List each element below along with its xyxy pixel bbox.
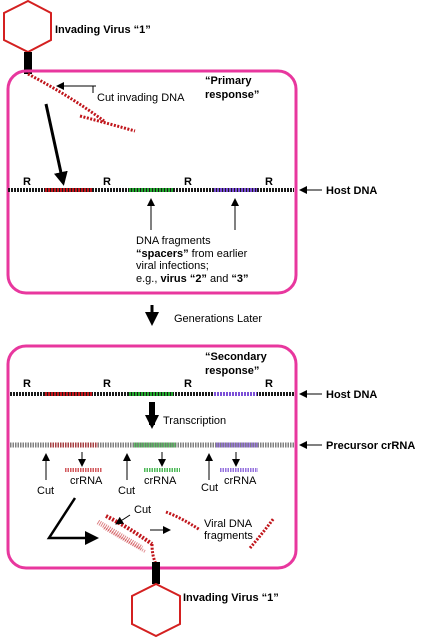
- secondary-response-title-2: response”: [205, 365, 259, 377]
- cut-pointer: [115, 514, 131, 525]
- repeat-label: R: [184, 176, 192, 188]
- primary-response-title-2: response”: [205, 89, 259, 101]
- primary-response-box: [6, 69, 298, 295]
- spacers-note-eg: e.g.,: [136, 273, 160, 285]
- spacers-note-rest: from earlier: [189, 248, 248, 260]
- spacers-note-line3: viral infections;: [136, 260, 209, 272]
- repeat-label: R: [265, 378, 273, 390]
- transcription-label: Transcription: [163, 415, 226, 427]
- cut-label: Cut: [118, 485, 135, 497]
- crrna-label: crRNA: [224, 475, 257, 487]
- repeat-label: R: [23, 378, 31, 390]
- virus-capsid-hexagon: [3, 0, 52, 54]
- virus-capsid-hexagon: [131, 582, 181, 638]
- targeting-arrow: [46, 497, 99, 545]
- spacers-note-virus2: virus “2”: [160, 273, 206, 285]
- repeat-label: R: [184, 378, 192, 390]
- host-dna-label: Host DNA: [326, 185, 377, 197]
- virus-tail: [152, 562, 160, 584]
- top-virus: [3, 0, 52, 74]
- repeat-label: R: [23, 176, 31, 188]
- cut-invading-dna-label: Cut invading DNA: [97, 92, 185, 104]
- crrna-label: crRNA: [70, 475, 103, 487]
- host-dna-label: Host DNA: [326, 389, 377, 401]
- cut-label: Cut: [37, 485, 54, 497]
- crrna-label: crRNA: [144, 475, 177, 487]
- bottom-virus: [131, 562, 181, 638]
- viral-dna-fragments-line2: fragments: [204, 530, 253, 542]
- spacers-note-virus3: “3”: [231, 273, 248, 285]
- bottom-virus-label: Invading Virus “1”: [183, 592, 279, 604]
- invading-dna-strand: [27, 72, 105, 123]
- virus-tail: [24, 52, 32, 74]
- spacers-note-line2: “spacers” from earlier: [136, 248, 248, 260]
- repeat-label: R: [103, 378, 111, 390]
- invading-dna-strand-2: [79, 114, 136, 133]
- precursor-crrna-label: Precursor crRNA: [326, 440, 415, 452]
- repeat-label: R: [265, 176, 273, 188]
- viral-dna-fragment: [165, 510, 201, 532]
- repeat-label: R: [103, 176, 111, 188]
- top-virus-label: Invading Virus “1”: [55, 24, 151, 36]
- cut-label-complex: Cut: [134, 504, 151, 516]
- dna-crrna-complex: [96, 514, 158, 565]
- cut-label: Cut: [201, 482, 218, 494]
- spacers-term: “spacers”: [136, 248, 189, 260]
- primary-response-title-1: “Primary: [205, 75, 252, 87]
- spacers-note-and: and: [207, 273, 231, 285]
- secondary-response-title-1: “Secondary: [205, 351, 268, 363]
- viral-dna-fragments-line1: Viral DNA: [204, 518, 253, 530]
- spacers-note-line1: DNA fragments: [136, 235, 211, 247]
- viral-dna-fragment: [248, 517, 276, 549]
- spacers-note-line4: e.g., virus “2” and “3”: [136, 273, 249, 285]
- insertion-arrow: [44, 103, 68, 186]
- generations-later-label: Generations Later: [174, 313, 262, 325]
